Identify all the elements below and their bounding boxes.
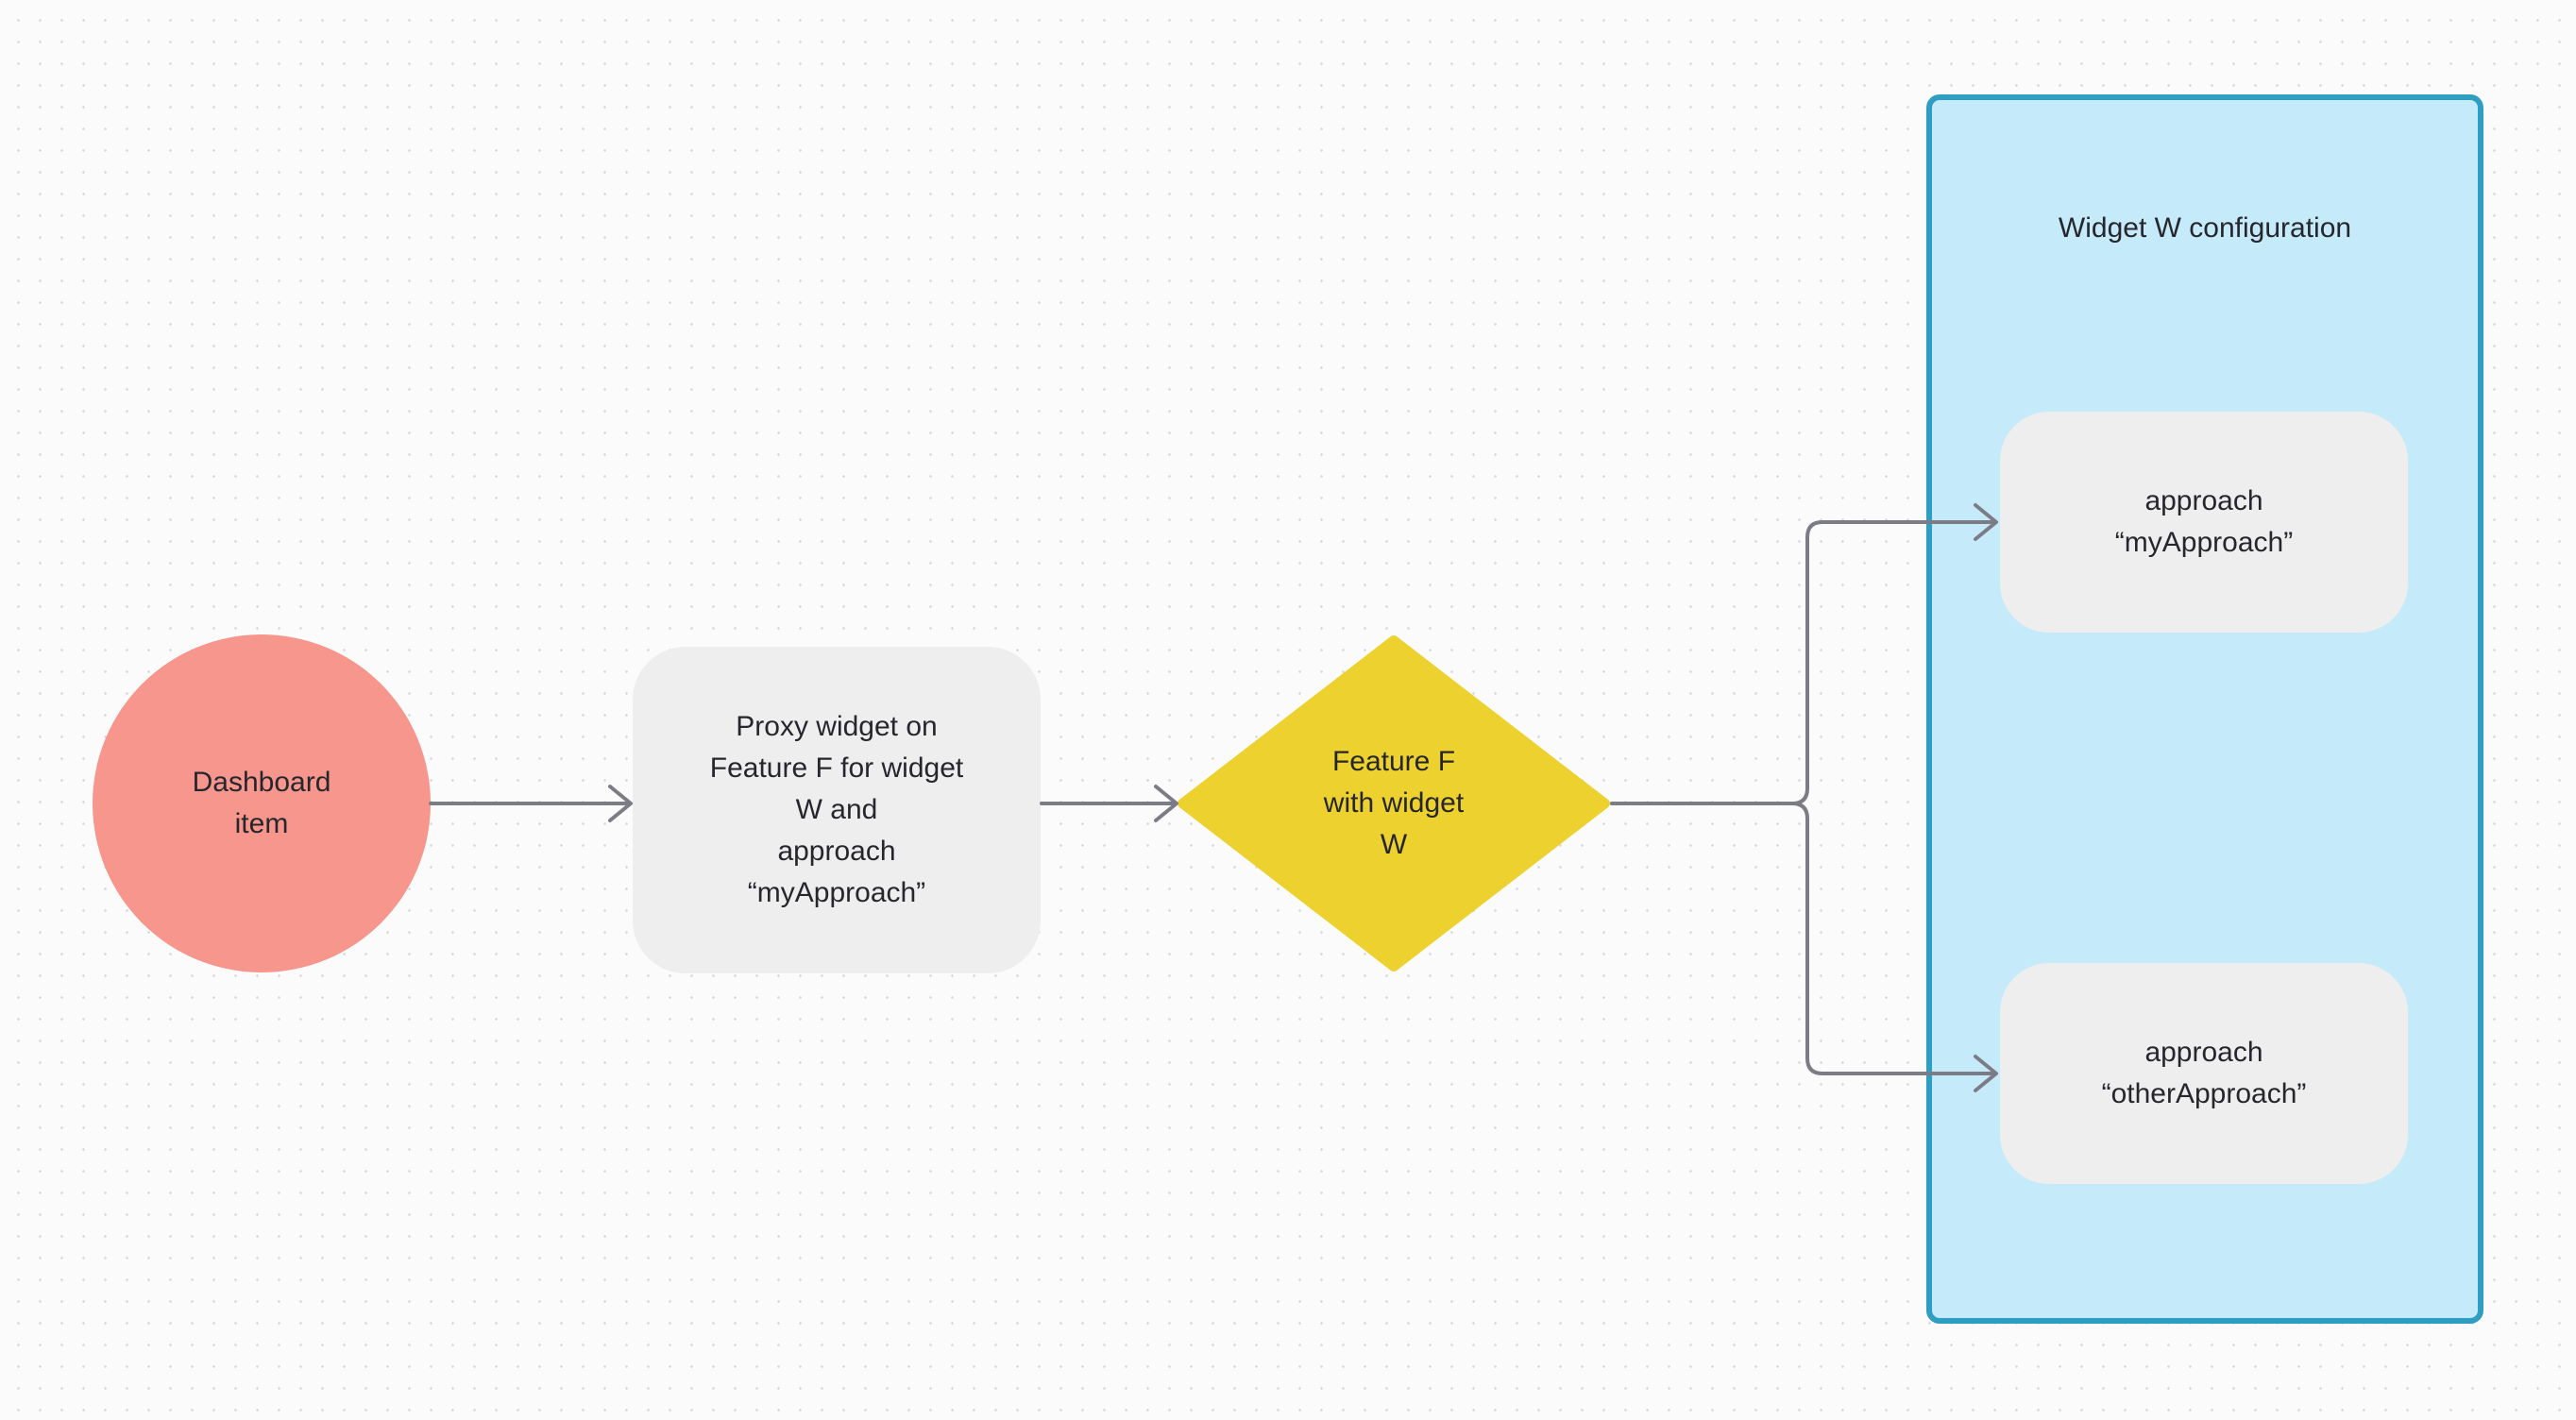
group-title: Widget W configuration (2058, 212, 2352, 244)
connector-decision-to-otherapproach[interactable] (1610, 802, 1998, 1092)
arrowhead-icon (1154, 785, 1178, 822)
node-label: approach “myApproach” (2114, 485, 2294, 558)
connector-line[interactable] (1610, 520, 1996, 805)
arrowhead-icon (1974, 503, 1998, 541)
node-label: Feature F with widget W (1323, 746, 1465, 860)
node-feature-decision-shape[interactable] (1178, 635, 1610, 972)
connector-line[interactable] (1610, 802, 1996, 1075)
node-approach-otherapproach[interactable]: approach “otherApproach” (2000, 963, 2408, 1184)
node-dashboard-item[interactable]: Dashboard item (93, 634, 431, 972)
node-label: Dashboard item (192, 767, 331, 839)
arrowhead-icon (608, 785, 633, 822)
node-label: approach “otherApproach” (2101, 1037, 2307, 1109)
node-approach-myapproach[interactable]: approach “myApproach” (2000, 412, 2408, 633)
arrowhead-icon (1974, 1055, 1998, 1092)
connector-decision-to-myapproach[interactable] (1610, 503, 1998, 805)
node-feature-decision[interactable]: Feature F with widget W (1205, 735, 1583, 871)
connector-proxy-to-decision[interactable] (1040, 785, 1178, 822)
node-label: Proxy widget on Feature F for widget W a… (709, 711, 964, 908)
group-widget-w-configuration[interactable]: Widget W configuration approach “myAppro… (1926, 94, 2483, 1324)
node-proxy-widget[interactable]: Proxy widget on Feature F for widget W a… (633, 647, 1041, 973)
connector-dashboard-to-proxy[interactable] (429, 785, 633, 822)
